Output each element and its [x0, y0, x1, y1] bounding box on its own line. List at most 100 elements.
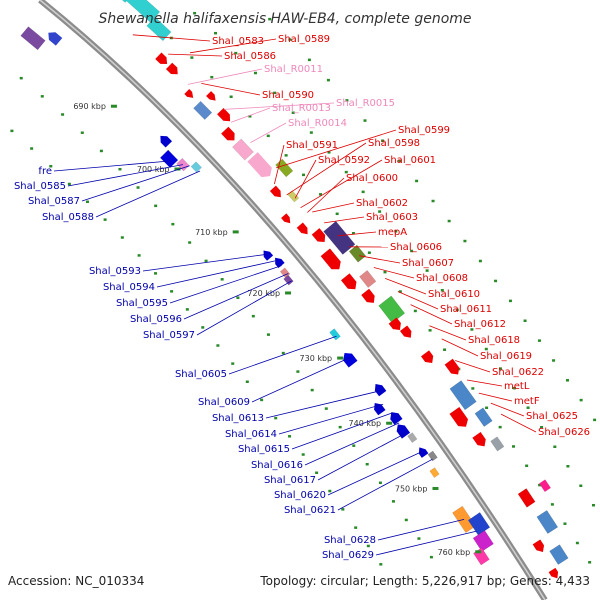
grid-dot: [324, 407, 328, 410]
grid-dot: [137, 254, 141, 257]
gene-label: Shal_0603: [366, 212, 418, 223]
grid-dot: [251, 314, 255, 318]
minus-gene-shape: [190, 161, 202, 173]
plus-gene: [124, 0, 161, 23]
grid-dot: [431, 199, 435, 203]
minus-gene-shape: [374, 402, 386, 416]
minus-gene-shape: [407, 432, 418, 443]
gene-label: metF: [514, 396, 540, 407]
plus-gene: [146, 16, 172, 42]
grid-dot: [266, 333, 270, 336]
label-leader: [250, 122, 287, 144]
label-leader: [169, 265, 282, 304]
tick-label: 750 kbp: [395, 484, 428, 493]
grid-dot: [538, 483, 542, 487]
plus-gene-shape: [399, 325, 412, 338]
gene-label: Shal_0608: [416, 273, 468, 284]
plus-gene: [361, 288, 375, 303]
gene-label: Shal_0618: [468, 335, 520, 346]
tick-label: 700 kbp: [137, 165, 170, 174]
label-leader: [327, 451, 423, 496]
grid-dot: [40, 95, 44, 98]
gene-label: Shal_0609: [198, 397, 250, 408]
grid-dot: [338, 425, 342, 429]
grid-dot: [326, 78, 330, 82]
grid-dot: [136, 186, 140, 189]
gene-label: metL: [504, 381, 530, 392]
plus-gene: [247, 152, 272, 178]
minus-gene-shape: [283, 274, 294, 286]
grid-dot: [429, 555, 433, 559]
minus-gene: [283, 274, 294, 286]
tick-mark: [386, 421, 393, 425]
label-leader: [142, 253, 267, 272]
gene-label: Shal_0596: [130, 314, 182, 325]
label-leader: [132, 34, 211, 42]
gene-label: Shal_0621: [284, 505, 336, 516]
label-leader: [275, 129, 397, 169]
label-leader: [230, 107, 271, 123]
grid-dot: [508, 299, 512, 303]
gene-label: Shal_0599: [398, 125, 450, 136]
grid-dot: [410, 249, 414, 253]
grid-dot: [566, 465, 570, 468]
grid-dot: [266, 134, 270, 138]
grid-dot: [593, 418, 597, 422]
grid-dot: [398, 290, 402, 293]
grid-dot: [417, 537, 421, 540]
plus-gene: [472, 431, 486, 447]
gene-label: Shal_0629: [322, 550, 374, 561]
gene-label: Shal_0591: [286, 140, 338, 151]
grid-dot: [319, 193, 323, 196]
label-leader: [337, 231, 377, 237]
accession-text: Accession: NC_010334: [8, 574, 145, 588]
plus-gene-shape: [517, 488, 536, 508]
plus-gene-shape: [536, 510, 559, 534]
minus-gene: [396, 424, 411, 439]
grid-dot: [216, 344, 220, 347]
gene-label: Shal_0607: [402, 258, 454, 269]
plus-gene: [193, 100, 213, 120]
label-leader: [156, 260, 276, 288]
grid-dot: [185, 308, 189, 311]
plus-gene-shape: [269, 185, 281, 198]
minus-gene-shape: [329, 328, 341, 341]
plus-gene-shape: [323, 220, 356, 255]
gene-label: Shal_0588: [42, 212, 94, 223]
grid-dot: [234, 51, 238, 55]
grid-dot: [537, 339, 541, 342]
grid-dot: [220, 278, 224, 281]
plus-gene: [206, 91, 216, 101]
plus-gene-shape: [124, 0, 161, 23]
grid-dot: [579, 398, 583, 402]
gene-label: Shal_0592: [318, 155, 370, 166]
grid-dot: [404, 518, 408, 522]
grid-dot: [391, 500, 395, 503]
plus-gene: [232, 138, 254, 161]
grid-dot: [201, 326, 205, 329]
gene-label: Shal_0617: [264, 475, 316, 486]
gene-label: Shal_0590: [262, 90, 314, 101]
grid-dot: [592, 503, 596, 507]
plus-gene-shape: [378, 295, 406, 324]
label-leader: [291, 412, 393, 450]
grid-dot: [378, 210, 382, 213]
grid-dot: [579, 484, 583, 487]
gene-label: Shal_R0014: [288, 118, 347, 129]
plus-gene-shape: [388, 317, 401, 331]
minus-gene-shape: [159, 149, 179, 169]
gene-label: Shal_0611: [440, 304, 492, 315]
grid-dot: [291, 111, 295, 114]
grid-dot: [470, 328, 474, 331]
label-leader: [384, 278, 427, 295]
gene-label: fre: [38, 166, 52, 177]
grid-dot: [19, 76, 23, 80]
grid-dot: [49, 164, 53, 168]
label-leader: [196, 280, 292, 336]
plus-gene: [378, 295, 406, 324]
grid-dot: [253, 71, 257, 75]
gene-label: Shal_R0013: [272, 103, 331, 114]
grid-dot: [210, 75, 214, 79]
label-leader: [201, 83, 261, 96]
